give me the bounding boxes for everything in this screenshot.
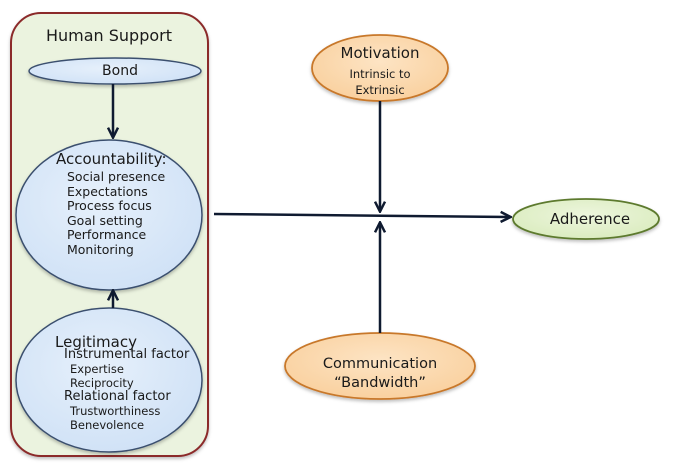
communication-line: “Bandwidth” xyxy=(334,375,426,391)
legitimacy-factors: Instrumental factor Expertise Reciprocit… xyxy=(55,347,190,433)
communication-line: Communication xyxy=(322,356,438,372)
motivation-subtitle-line: Intrinsic to xyxy=(349,67,411,81)
bond-label: Bond xyxy=(102,63,138,79)
adherence-node xyxy=(512,198,660,240)
motivation-subtitle-line: Extrinsic xyxy=(355,83,405,97)
legitimacy-factor-item: Benevolence xyxy=(70,418,145,432)
legitimacy-factor-item: Reciprocity xyxy=(70,376,134,390)
legitimacy-factor: Instrumental factor xyxy=(64,347,190,362)
legitimacy-factor-item: Expertise xyxy=(70,362,124,376)
adherence-label: Adherence xyxy=(549,210,631,228)
legitimacy-title: Legitimacy xyxy=(55,333,137,351)
accountability-item: Monitoring xyxy=(67,241,134,257)
motivation-subtitle: Intrinsic to Extrinsic xyxy=(305,66,455,98)
bond-node xyxy=(28,57,202,85)
legitimacy-node xyxy=(15,307,203,453)
accountability-item: Performance xyxy=(67,227,147,243)
arrow-human-support-to-adherence xyxy=(213,214,510,217)
accountability-item: Process focus xyxy=(67,198,152,214)
communication-label: Communication “Bandwidth” xyxy=(280,355,480,393)
accountability-title: Accountability: xyxy=(56,150,167,168)
legitimacy-factor-item: Trustworthiness xyxy=(70,404,161,418)
accountability-item: Social presence xyxy=(67,169,166,184)
accountability-item: Expectations xyxy=(67,183,148,199)
legitimacy-factor: Relational factor xyxy=(64,389,171,404)
motivation-title: Motivation xyxy=(340,44,420,62)
accountability-items: Social presence Expectations Process foc… xyxy=(67,169,166,258)
human-support-title: Human Support xyxy=(45,26,173,45)
accountability-item: Goal setting xyxy=(67,212,143,228)
